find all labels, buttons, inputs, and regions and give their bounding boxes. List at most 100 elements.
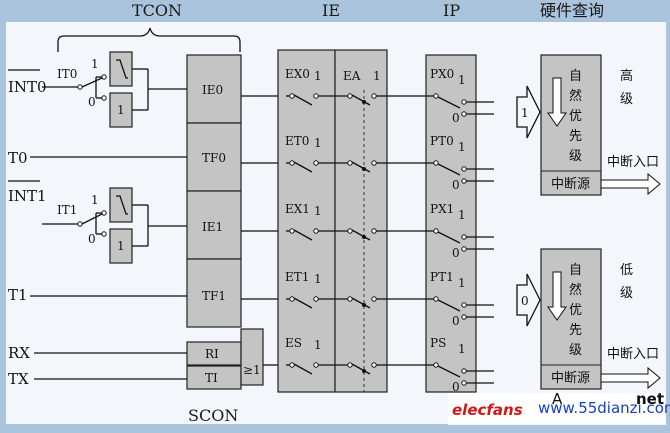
ea-switch-contact [371,160,377,166]
ie-switch-contact [313,160,319,166]
header-ie: IE [322,1,340,20]
ea-switch-pivot [347,228,353,234]
input-labels: INT0 T0 INT1 T1 RX TX [8,69,47,388]
flag-tf0: TF0 [202,151,226,165]
ip-contact-low [461,178,467,184]
flag-ie1-box [186,190,242,260]
ea-switch-pivot [347,362,353,368]
ip-switch-pivot [433,160,439,166]
watermark-brand: elecfans [452,401,523,419]
high-input-arrow [516,85,541,139]
low-char-3: 先 [569,323,582,338]
high-level-1: 级 [620,92,633,107]
flag-ie0-box [186,54,242,124]
low-char-0: 自 [569,263,582,278]
ip-switch-one: 1 [458,208,466,222]
it0-label: IT0 [57,67,77,81]
ie-switch-contact [313,228,319,234]
it1-label: IT1 [57,203,77,217]
ip-contact-high [461,166,467,172]
low-output-arrow-icon [600,366,661,390]
ip-switch-zero: 0 [452,314,460,328]
ip-switch-blade [437,96,461,109]
it0-blade [81,77,103,88]
ie-switch-blade [293,297,313,309]
or-gate-label: ≥1 [243,363,261,377]
ip-switch-label: PX1 [430,202,454,216]
it1-edge-box [109,187,133,223]
it0-switch-zero: 0 [88,95,96,109]
ip-switch-zero: 0 [452,178,460,192]
query-low: 0 自 然 优 先 级 中断源 低 级 中断入口 [516,248,661,390]
ip-switch-label: PX0 [430,67,454,81]
ea-switch-blade [351,161,371,173]
ie-switch-blade [293,94,313,106]
ie-switch-pivot [289,160,295,166]
query-high: 1 自 然 优 先 级 中断源 高 级 中断入口 [516,54,661,196]
it0-contact-0 [101,95,107,101]
ip-switch-px0: PX0 1 0 [430,67,494,125]
flag-tf1: TF1 [202,289,226,303]
ip-contact-high [461,302,467,308]
low-level-0: 低 [620,263,633,278]
flag-ie0: IE0 [202,83,223,97]
header-scon: SCON [188,406,238,425]
tcon-flag-column: IE0 TF0 IE1 TF1 [186,54,242,328]
high-arrow-value: 1 [521,106,529,120]
low-level-1: 级 [620,286,633,301]
ea-switch-blade [351,297,371,309]
ip-switch-blade [437,163,461,176]
low-char-1: 然 [569,282,582,298]
ip-switch-pivot [433,93,439,99]
ea-gang-dot [362,235,366,239]
input-t1: T1 [8,286,28,304]
ie-switch-contact [313,93,319,99]
ip-contact-high [461,234,467,240]
ip-switch-pivot [433,228,439,234]
ea-label: EA [343,69,361,83]
input-tx: TX [8,370,29,388]
it0-pivot [77,84,83,90]
ip-switch-blade [437,231,461,244]
header-tcon: TCON [132,1,182,20]
high-char-3: 先 [569,129,582,144]
ie-switch-blade [293,229,313,241]
low-query-box [540,248,602,390]
ea-switch-blade [351,229,371,241]
it1-inverter-one: 1 [117,239,125,253]
ie-switch-ex1: EX1 1 [285,202,387,241]
high-char-2: 优 [569,109,582,124]
ip-switch-one: 1 [458,73,466,87]
ea-gang-dot [362,100,366,104]
input-int1: INT1 [8,187,47,205]
it1-contact-0 [101,231,107,237]
watermark-tail-a: A [552,390,563,408]
ie-block [277,49,336,393]
it0-edge-box [109,51,133,87]
it1-blade [81,213,103,225]
int0-trigger: IT0 1 0 1 [42,51,187,128]
ie-switch-pivot [289,296,295,302]
ip-contact-high [461,99,467,105]
high-char-4: 级 [569,149,582,164]
high-level-0: 高 [620,68,633,84]
ip-switch-label: PT0 [430,134,454,148]
ip-switch-zero: 0 [452,111,460,125]
ie-switch-label: EX1 [285,202,310,216]
low-down-arrow-icon [547,271,567,321]
ie-switch-pivot [289,93,295,99]
ie-switch-one: 1 [314,204,322,218]
ip-switch-label: PT1 [430,270,454,284]
low-char-2: 优 [569,303,582,318]
high-char-1: 然 [569,88,582,104]
input-rx: RX [8,344,30,362]
